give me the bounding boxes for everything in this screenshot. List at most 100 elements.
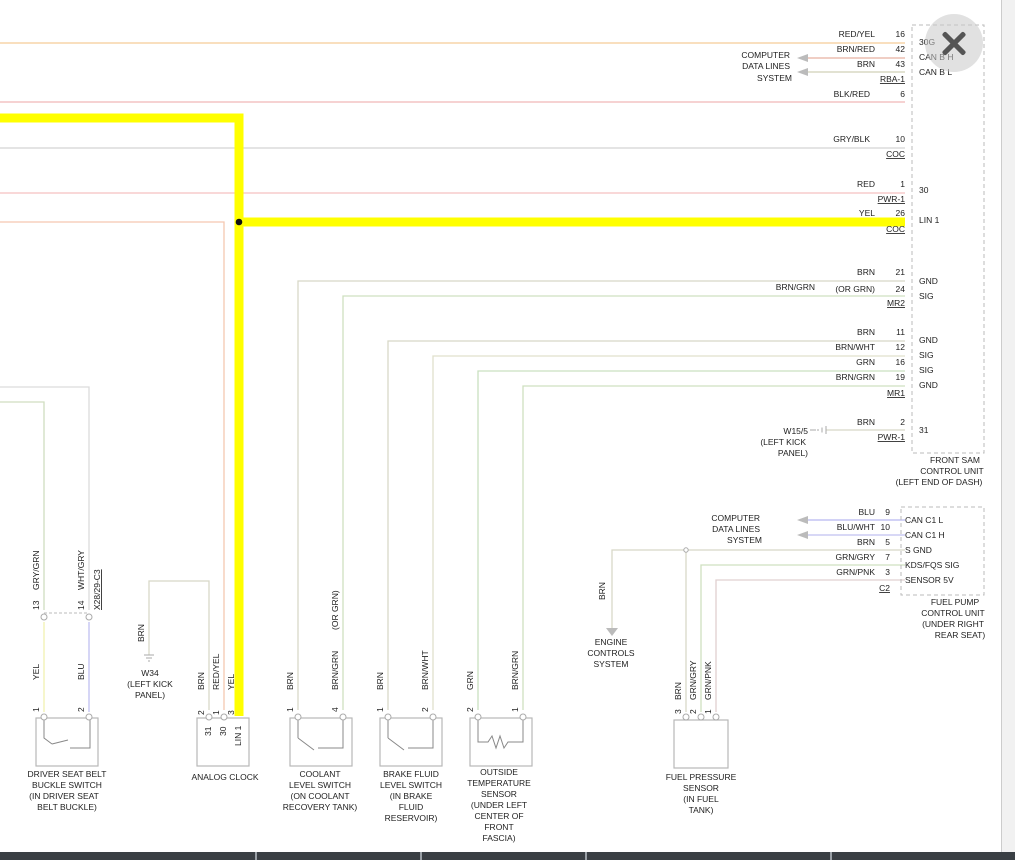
seat-belt-switch-box (35, 717, 99, 767)
diagram-element (474, 713, 482, 721)
sam-pin-function: SIG (919, 350, 934, 360)
diagram-element (40, 613, 48, 621)
sam-pin-number: 11 (896, 327, 905, 337)
brake-label: BRAKE FLUID (383, 769, 439, 779)
ground-w155-label: PANEL) (778, 448, 808, 458)
computer-data-lines-label: SYSTEM (757, 73, 792, 83)
coolant-wire: BRN (285, 672, 295, 690)
wire-grn-16 (477, 370, 905, 710)
fuel-pump-unit-box (900, 506, 985, 596)
brake-pin: 2 (420, 707, 430, 712)
diagram-element (606, 628, 618, 636)
diagram-element (40, 613, 720, 721)
fuel-pressure-box (673, 719, 729, 769)
brake-label: LEVEL SWITCH (380, 780, 442, 790)
diagram-element (294, 713, 302, 721)
connector-id: PWR-1 (878, 194, 906, 204)
fps-label: (IN FUEL (683, 794, 719, 804)
sam-wire-label: BRN (857, 417, 875, 427)
clock-pin-func: 31 (203, 726, 213, 736)
fps-wire: GRN/PNK (703, 661, 713, 700)
diagram-element (0, 42, 905, 716)
diagram-element (339, 713, 347, 721)
temp-sensor-box (469, 717, 533, 767)
temp-label: SENSOR (481, 789, 517, 799)
connector-id: COC (886, 149, 905, 159)
coolant-label: (ON COOLANT (290, 791, 349, 801)
diagram-element (43, 718, 91, 749)
seatbelt-lower-wire: YEL (31, 664, 41, 680)
wire-brn-wht-12 (432, 355, 905, 710)
w34-wire: BRN (136, 624, 146, 642)
coolant-switch-box (289, 717, 353, 767)
bottom-toolbar (0, 852, 1015, 860)
sam-pin-number: 10 (896, 134, 906, 144)
computer-data-lines-label: COMPUTER (711, 513, 760, 523)
seatbelt-label: (IN DRIVER SEAT (29, 791, 99, 801)
wire-brn-grn-19 (522, 385, 905, 710)
seatbelt-label: DRIVER SEAT BELT (28, 769, 107, 779)
toolbar-divider (585, 852, 587, 860)
diagram-element (477, 718, 524, 750)
fp-pin-number: 3 (885, 567, 890, 577)
connector-id: COC (886, 224, 905, 234)
fps-wire: GRN/GRY (688, 660, 698, 700)
coolant-label: LEVEL SWITCH (289, 780, 351, 790)
toolbar-divider (420, 852, 422, 860)
fp-wire-label: BRN (857, 537, 875, 547)
fp-pin-number: 7 (885, 552, 890, 562)
clock-wire: BRN (196, 672, 206, 690)
connector-id: C2 (879, 583, 890, 593)
splice-point (235, 218, 243, 226)
coolant-wire: BRN/GRN (330, 651, 340, 690)
coolant-label: COOLANT (299, 769, 340, 779)
diagram-element (297, 718, 344, 751)
sam-pin-number: 12 (896, 342, 906, 352)
computer-data-lines-label: DATA LINES (712, 524, 760, 534)
temp-label: TEMPERATURE (467, 778, 531, 788)
clock-pin-func: 30 (218, 726, 228, 736)
close-button[interactable] (925, 14, 983, 72)
sam-wire-label: GRY/BLK (833, 134, 870, 144)
fp-pin-number: 5 (885, 537, 890, 547)
temp-label: FRONT (484, 822, 513, 832)
front-sam-label: (LEFT END OF DASH) (896, 477, 983, 487)
splice-point-sensor (683, 547, 689, 553)
vertical-scrollbar[interactable] (1001, 0, 1015, 852)
brake-pin: 1 (375, 707, 385, 712)
sam-pin-number: 6 (900, 89, 905, 99)
front-sam-label: CONTROL UNIT (920, 466, 983, 476)
wire-brn-5 (611, 549, 905, 630)
sam-pin-number: 1 (900, 179, 905, 189)
seatbelt-upper-wire: WHT/GRY (76, 550, 86, 590)
clock-pin: 3 (226, 710, 236, 715)
sam-pin-number: 26 (896, 208, 906, 218)
sam-wire-label: BLK/RED (834, 89, 870, 99)
wire-red-yel-clock (0, 221, 225, 710)
computer-data-lines-label: COMPUTER (741, 50, 790, 60)
temp-wire: BRN/GRN (510, 651, 520, 690)
engine-controls-label: ENGINE (595, 637, 628, 647)
sam-pin-number: 16 (896, 357, 906, 367)
diagram-element (220, 713, 228, 721)
toolbar-divider (830, 852, 832, 860)
fp-pin-number: 9 (885, 507, 890, 517)
seatbelt-upper-wire: GRY/GRN (31, 550, 41, 590)
brake-label: FLUID (399, 802, 424, 812)
toolbar-divider (255, 852, 257, 860)
sam-wire-label: BRN/RED (837, 44, 875, 54)
sam-pin-function: CAN B L (919, 67, 952, 77)
temp-label: CENTER OF (474, 811, 523, 821)
seatbelt-pin: 1 (31, 707, 41, 712)
diagram-element (519, 713, 527, 721)
fps-label: TANK) (689, 805, 714, 815)
fps-pin: 1 (703, 709, 713, 714)
seatbelt-upper-pin: 13 (31, 600, 41, 610)
brake-switch-box (379, 717, 443, 767)
coolant-pin: 1 (285, 707, 295, 712)
clock-pin: 2 (196, 710, 206, 715)
diagram-element (40, 713, 48, 721)
fuel-pump-label: CONTROL UNIT (921, 608, 984, 618)
wiring-diagram: RED/YEL BRN/RED BRN BLK/RED GRY/BLK RED … (0, 24, 985, 843)
sam-wire-label: BRN (857, 267, 875, 277)
